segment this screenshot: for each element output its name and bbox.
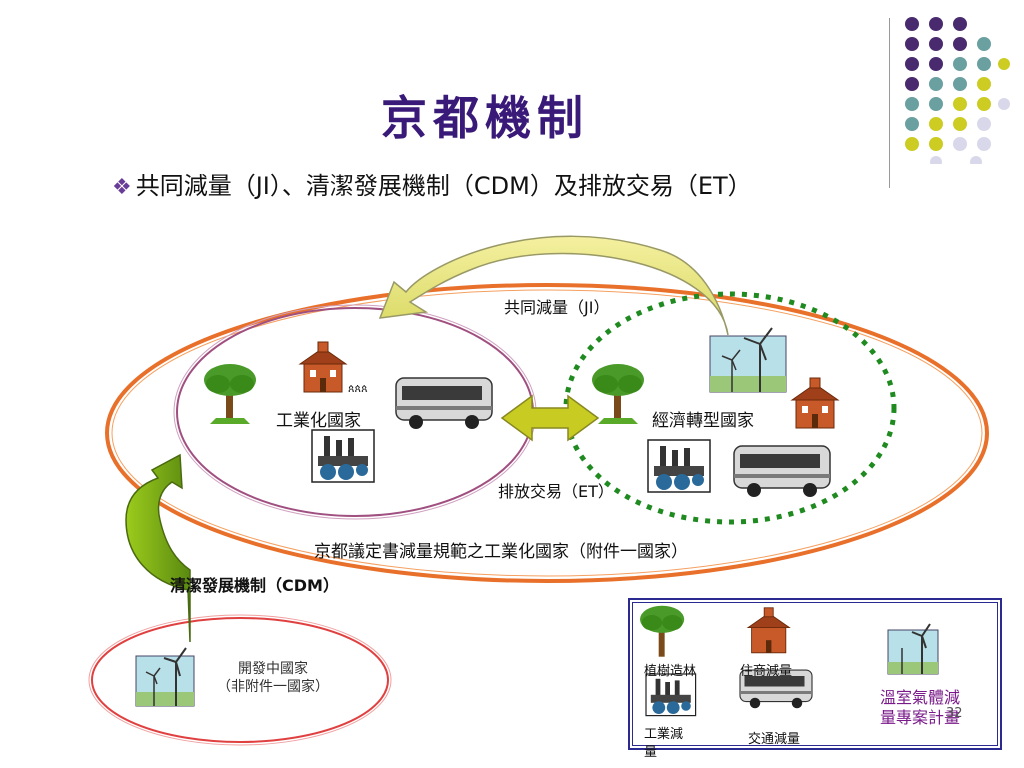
industrialized-label: 工業化國家 bbox=[276, 411, 361, 431]
page-title: 京都機制 bbox=[381, 91, 589, 145]
legend-industry: 工業減 量 bbox=[644, 726, 683, 762]
factory-icon bbox=[647, 439, 711, 493]
legend-residential: 住商減量 bbox=[740, 664, 793, 679]
wind-turbine-icon bbox=[135, 647, 195, 707]
cdm-label: 清潔發展機制（CDM） bbox=[170, 576, 339, 595]
legend-industry-line1: 工業減 bbox=[644, 727, 684, 742]
bus-icon bbox=[395, 377, 493, 429]
dot-grid-dots bbox=[905, 17, 1010, 164]
et-label: 排放交易（ET） bbox=[498, 482, 614, 501]
legend-afforestation: 植樹造林 bbox=[644, 664, 697, 679]
tree-icon bbox=[592, 364, 644, 424]
subtitle-text: 共同減量（JI）、清潔發展機制（CDM）及排放交易（ET） bbox=[135, 172, 752, 200]
bus-icon bbox=[739, 669, 813, 709]
legend-industry-line2: 量 bbox=[644, 745, 658, 760]
transition-label: 經濟轉型國家 bbox=[652, 411, 754, 431]
annex1-label: 京都議定書減量規範之工業化國家（附件一國家） bbox=[314, 542, 688, 562]
svg-text:ጰጰጰ: ጰጰጰ bbox=[348, 382, 368, 395]
ji-arrow bbox=[378, 235, 729, 336]
legend-ghg-line1: 溫室氣體減 bbox=[879, 688, 960, 707]
subtitle: ❖共同減量（JI）、清潔發展機制（CDM）及排放交易（ET） bbox=[112, 166, 752, 201]
wind-turbine-icon bbox=[887, 623, 939, 675]
factory-icon bbox=[311, 429, 375, 483]
legend-ghg-line2: 量專案計畫 bbox=[879, 708, 960, 727]
developing-label: 開發中國家 （非附件一國家） bbox=[208, 660, 338, 696]
school-icon bbox=[790, 377, 840, 429]
decorative-dot-grid bbox=[905, 17, 1010, 164]
developing-label-line2: （非附件一國家） bbox=[217, 679, 329, 695]
slide-number: 32 bbox=[946, 706, 963, 721]
wind-turbine-icon bbox=[709, 327, 787, 393]
et-double-arrow bbox=[500, 394, 600, 442]
legend-box bbox=[628, 598, 1002, 750]
legend-ghg: 溫室氣體減 量專案計畫 bbox=[860, 688, 980, 728]
developing-label-line1: 開發中國家 bbox=[238, 661, 308, 677]
developing-ellipse-outer bbox=[88, 614, 392, 746]
school-icon bbox=[746, 607, 791, 654]
transition-ellipse bbox=[563, 291, 897, 525]
factory-icon bbox=[645, 673, 697, 717]
developing-ellipse bbox=[91, 617, 389, 743]
school-icon: ጰጰጰ bbox=[298, 341, 368, 395]
legend-transport: 交通減量 bbox=[748, 732, 801, 747]
cdm-arrow bbox=[125, 453, 191, 643]
tree-icon bbox=[640, 605, 685, 657]
annex1-ellipse-inner bbox=[111, 289, 983, 577]
ji-label: 共同減量（JI） bbox=[504, 298, 610, 317]
divider-line bbox=[889, 18, 890, 188]
bus-icon bbox=[733, 445, 831, 497]
tree-icon bbox=[204, 364, 256, 424]
diamond-bullet-icon: ❖ bbox=[112, 175, 132, 200]
annex1-ellipse bbox=[105, 283, 989, 583]
